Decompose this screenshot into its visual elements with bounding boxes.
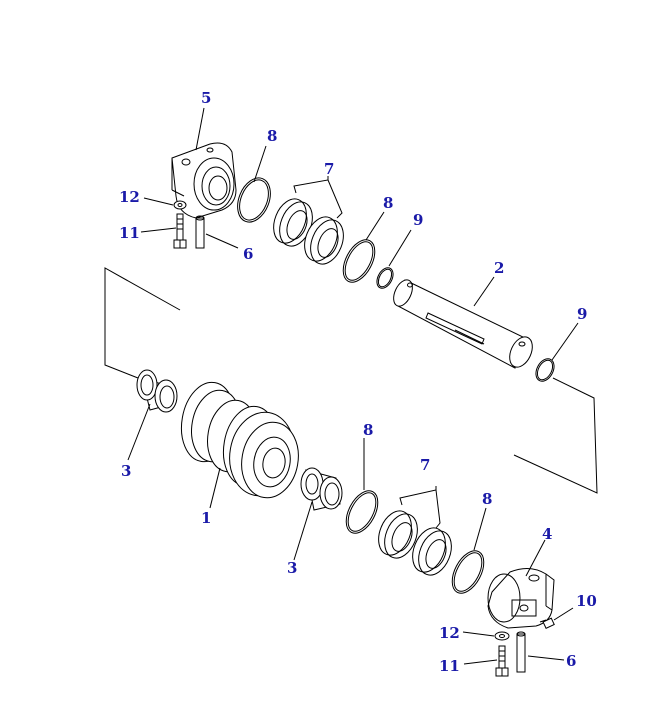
part-9-oring-right (535, 358, 555, 382)
part-3-bushing-left (136, 369, 178, 413)
callout-7-a: 7 (324, 160, 334, 178)
part-7-seal-upper (273, 198, 344, 265)
part-8-oring-a (237, 177, 271, 223)
part-8-oring-c (345, 490, 379, 534)
callout-3-b: 3 (287, 559, 297, 577)
part-12-washer-lower (494, 631, 510, 641)
callout-7-b: 7 (420, 456, 430, 474)
callout-9-a: 9 (413, 211, 423, 229)
callout-2: 2 (494, 259, 504, 277)
part-6-pin-lower (516, 631, 526, 673)
part-2-shaft (393, 279, 533, 369)
callout-8-d: 8 (482, 490, 492, 508)
part-4-lower-collar (487, 568, 555, 629)
part-9-oring-upper (376, 267, 394, 289)
callout-10: 10 (576, 592, 597, 610)
part-8-oring-d (451, 550, 485, 594)
part-12-washer-upper (173, 200, 187, 210)
assembly-outline (104, 267, 598, 494)
part-5-upper-collar (171, 142, 237, 219)
callout-11-a: 11 (119, 224, 140, 242)
callout-3-a: 3 (121, 462, 131, 480)
callout-11-b: 11 (439, 657, 460, 675)
callout-5: 5 (201, 89, 211, 107)
part-3-bushing-right (300, 467, 343, 511)
callout-12-a: 12 (119, 188, 140, 206)
callout-labels: 5 8 7 12 11 6 8 9 2 9 3 1 8 7 8 4 3 10 1… (119, 89, 597, 675)
part-11-bolt-lower (495, 645, 509, 677)
callout-6-b: 6 (566, 652, 576, 670)
leader-lines (127, 107, 579, 665)
callout-8-b: 8 (383, 194, 393, 212)
part-1-roller (180, 381, 299, 499)
callout-6-a: 6 (243, 245, 253, 263)
part-6-pin-upper (195, 215, 205, 249)
callout-8-c: 8 (363, 421, 373, 439)
callout-8-a: 8 (267, 127, 277, 145)
part-7-seal-lower (378, 510, 452, 576)
callout-9-b: 9 (577, 305, 587, 323)
part-11-bolt-upper (173, 213, 187, 249)
part-8-oring-b (342, 239, 376, 283)
callout-12-b: 12 (439, 624, 460, 642)
part-10-plug (539, 617, 555, 629)
callout-4: 4 (542, 525, 552, 543)
callout-1: 1 (201, 509, 211, 527)
